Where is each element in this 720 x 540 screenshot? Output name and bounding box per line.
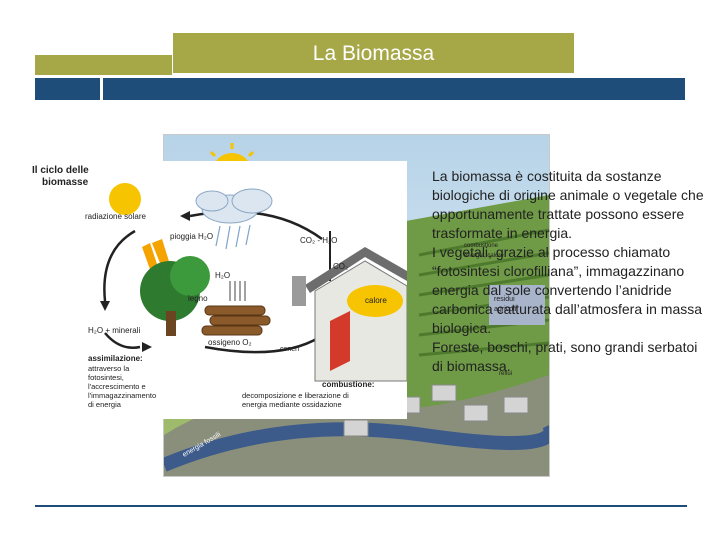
- label-combustione-line: decomposizione e liberazione di: [242, 391, 349, 400]
- footer-divider: [35, 505, 687, 507]
- label-pioggia: pioggia H₂O: [170, 232, 213, 241]
- label-h2o: H₂O: [215, 271, 230, 280]
- photo-label-reflui: reflui: [499, 371, 512, 377]
- house-icon: [292, 247, 408, 382]
- body-paragraph-2: I vegetali, grazie al processo chiamato …: [432, 244, 703, 336]
- label-ceneri: ceneri: [280, 346, 300, 353]
- slide-title-box: La Biomassa: [173, 33, 574, 75]
- label-co2-mid: CO₂: [333, 262, 348, 271]
- strip-divider-1: [100, 78, 103, 100]
- label-combustione-line: energia mediante ossidazione: [242, 400, 342, 409]
- photo-label-residui: residui: [494, 296, 515, 303]
- label-assimilazione-line: di energia: [88, 400, 122, 409]
- slide-body-text: La biomassa è costituita da sostanze bio…: [432, 167, 712, 376]
- slide-title: La Biomassa: [312, 42, 435, 65]
- label-assimilazione-line: l'accrescimento e: [88, 382, 146, 391]
- label-assimilazione-line: fotosintesi,: [88, 373, 124, 382]
- body-paragraph-1: La biomassa è costituita da sostanze bio…: [432, 168, 704, 241]
- photo-label-combustione: combustione: [464, 243, 499, 249]
- header-blue-strip: [35, 78, 685, 100]
- photo-label-agricoli: agricoli: [494, 306, 517, 313]
- cloud-icon: [195, 188, 273, 224]
- label-assimilazione-title: assimilazione:: [88, 354, 143, 363]
- label-assimilazione-line: attraverso la: [88, 364, 130, 373]
- header-left-olive-bar: [35, 55, 172, 75]
- label-calore: calore: [365, 296, 387, 305]
- label-combustione-title: combustione:: [322, 380, 374, 389]
- sun-icon: [109, 183, 141, 215]
- diagram-title-line1: Il ciclo delle: [32, 165, 89, 176]
- label-radiazione: radiazione solare: [85, 212, 146, 221]
- label-co2-top: CO₂ - H₂O: [300, 236, 337, 245]
- label-ossigeno: ossigeno O₂: [208, 338, 252, 347]
- label-legno: legno: [188, 294, 208, 303]
- label-assimilazione-line: l'immagazzinamento: [88, 391, 156, 400]
- biomass-cycle-diagram: Il ciclo delle biomasse: [30, 161, 408, 419]
- diagram-title-line2: biomasse: [42, 177, 89, 188]
- photo-label-energia-calore: energia, calore: [464, 253, 504, 259]
- body-paragraph-3: Foreste, boschi, prati, sono grandi serb…: [432, 339, 698, 374]
- label-h2o-minerali: H₂O + minerali: [88, 326, 140, 335]
